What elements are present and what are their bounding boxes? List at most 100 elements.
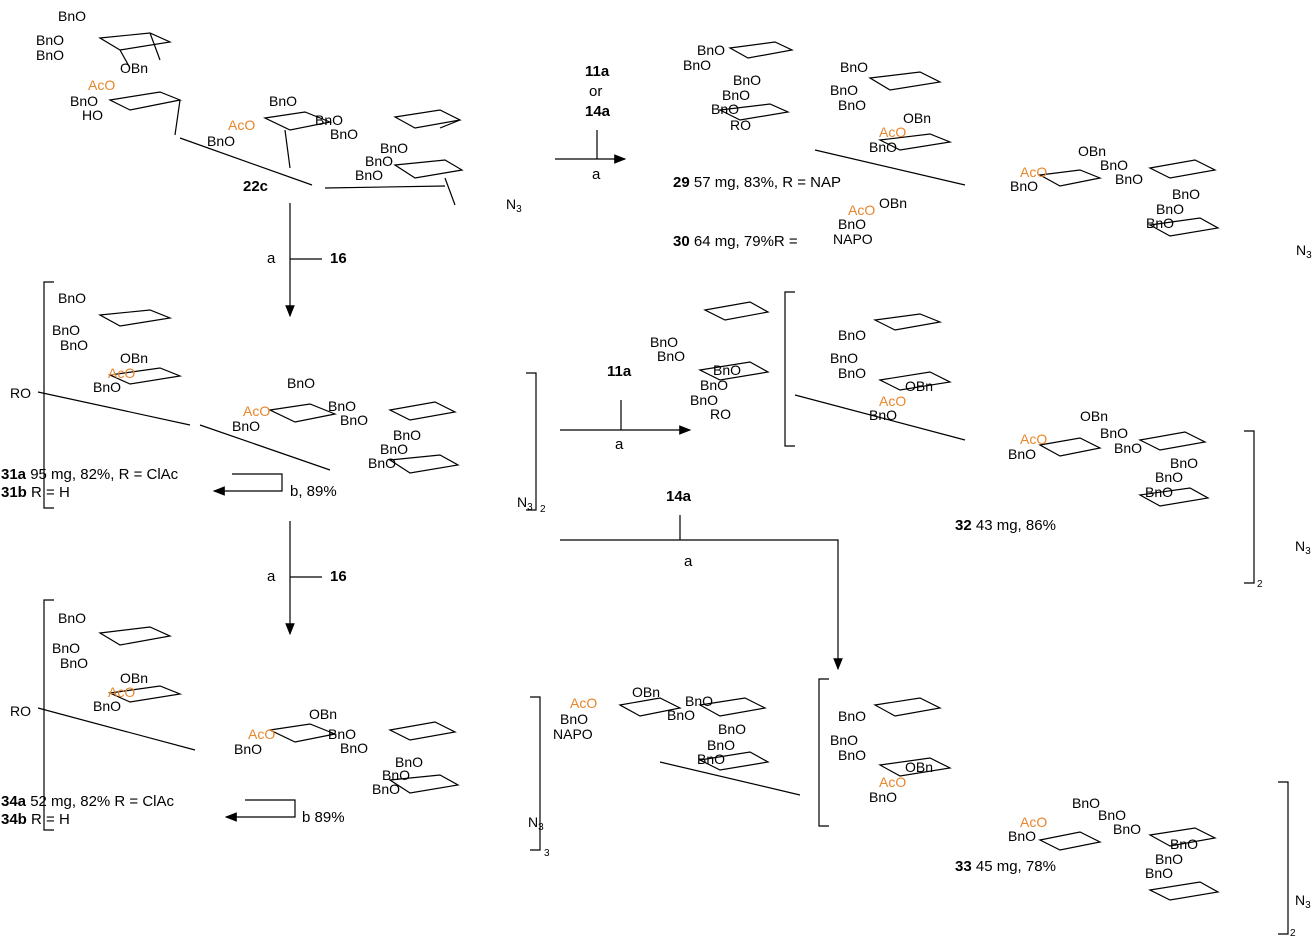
compound-34a-label: 34a 52 mg, 82% R = ClAc [1, 793, 175, 810]
compound-32-label: 32 43 mg, 86% [955, 517, 1056, 534]
group-bno: BnO [1156, 201, 1185, 217]
group-bno: BnO [722, 87, 751, 103]
bracket-right-31a [526, 372, 537, 511]
group-aco: AcO [243, 403, 271, 419]
group-bno: BnO [58, 610, 87, 626]
group-bno: BnO [60, 337, 89, 353]
bracket-left-33 [818, 678, 829, 827]
group-bno: BnO [1145, 865, 1174, 881]
group-aco: AcO [879, 393, 907, 409]
condition-a-4: a [684, 553, 693, 570]
group-ro: RO [10, 703, 31, 719]
group-bno: BnO [340, 412, 369, 428]
group-obn: OBn [120, 350, 149, 366]
group-ho: HO [82, 107, 103, 123]
group-aco: AcO [848, 202, 876, 218]
group-bno: BnO [380, 441, 409, 457]
group-bno: BnO [372, 781, 401, 797]
reagent-11a: 11a [585, 63, 610, 80]
repeat-33: 2 [1290, 928, 1296, 939]
group-aco: AcO [1020, 431, 1048, 447]
bracket-left-31a [43, 281, 54, 509]
group-bno: BnO [330, 126, 359, 142]
group-obn: OBn [1078, 143, 1107, 159]
group-bno: BnO [207, 133, 236, 149]
group-bno: BnO [58, 290, 87, 306]
group-bno: BnO [650, 334, 679, 350]
group-bno: BnO [1010, 178, 1039, 194]
group-bno: BnO [93, 698, 122, 714]
group-bno: BnO [869, 139, 898, 155]
compound-31a-label: 31a 95 mg, 82%, R = ClAc [1, 466, 179, 483]
group-bno: BnO [718, 721, 747, 737]
group-obn: OBn [120, 60, 149, 76]
group-obn: OBn [905, 378, 934, 394]
group-bno: BnO [697, 751, 726, 767]
group-bno: BnO [328, 398, 357, 414]
reagent-16-1: 16 [330, 250, 347, 267]
group-bno: BnO [1113, 821, 1142, 837]
group-bno: BnO [365, 153, 394, 169]
compound-31b-label: 31b R = H [1, 484, 70, 501]
group-bno: BnO [1100, 425, 1129, 441]
group-aco: AcO [879, 124, 907, 140]
bracket-right-32 [1244, 430, 1255, 584]
group-bno: BnO [60, 655, 89, 671]
repeat-32: 2 [1257, 579, 1263, 590]
group-bno: BnO [393, 427, 422, 443]
group-bno: BnO [58, 8, 87, 24]
group-bno: BnO [685, 693, 714, 709]
group-bno: BnO [1155, 469, 1184, 485]
condition-b-1: b, 89% [290, 483, 337, 500]
group-bno: BnO [560, 711, 589, 727]
group-bno: BnO [1098, 807, 1127, 823]
group-n3: N3 [517, 494, 533, 513]
group-bno: BnO [328, 726, 357, 742]
group-bno: BnO [93, 379, 122, 395]
group-obn: OBn [309, 706, 338, 722]
bracket-left-34a [43, 599, 54, 831]
group-bno: BnO [1145, 484, 1174, 500]
condition-a-3: a [615, 436, 624, 453]
group-bno: BnO [382, 767, 411, 783]
condition-a-5: a [267, 568, 276, 585]
compound-33-label: 33 45 mg, 78% [955, 858, 1056, 875]
bracket-right-34a [530, 696, 541, 851]
group-bno: BnO [1115, 171, 1144, 187]
group-obn: OBn [120, 670, 149, 686]
group-aco: AcO [108, 365, 136, 381]
group-bno: BnO [52, 640, 81, 656]
repeat-34a: 3 [544, 848, 550, 859]
reagent-or: or [589, 83, 603, 100]
arrow-31a-to-33 [560, 539, 843, 671]
group-bno: BnO [232, 418, 261, 434]
compound-34b-label: 34b R = H [1, 811, 70, 828]
group-bno: BnO [36, 47, 65, 63]
group-bno: BnO [368, 455, 397, 471]
reagent-16-2: 16 [330, 568, 347, 585]
group-bno: BnO [52, 322, 81, 338]
group-bno: BnO [697, 42, 726, 58]
group-bno: BnO [287, 375, 316, 391]
group-bno: BnO [1100, 157, 1129, 173]
group-ro: RO [730, 117, 751, 133]
group-bno: BnO [355, 167, 384, 183]
group-bno: BnO [1172, 186, 1201, 202]
group-bno: BnO [234, 741, 263, 757]
reagent-11a-2: 11a [607, 363, 632, 380]
group-bno: BnO [1170, 455, 1199, 471]
group-bno: BnO [711, 101, 740, 117]
group-bno: BnO [683, 57, 712, 73]
group-ro: RO [710, 406, 731, 422]
group-bno: BnO [830, 732, 859, 748]
group-napo: NAPO [833, 231, 873, 247]
group-ro: RO [10, 385, 31, 401]
group-bno: BnO [838, 327, 867, 343]
group-aco: AcO [1020, 814, 1048, 830]
group-bno: BnO [269, 93, 298, 109]
reagent-14a-2: 14a [666, 488, 692, 505]
repeat-31a: 2 [540, 504, 546, 515]
group-bno: BnO [657, 348, 686, 364]
group-aco: AcO [88, 77, 116, 93]
